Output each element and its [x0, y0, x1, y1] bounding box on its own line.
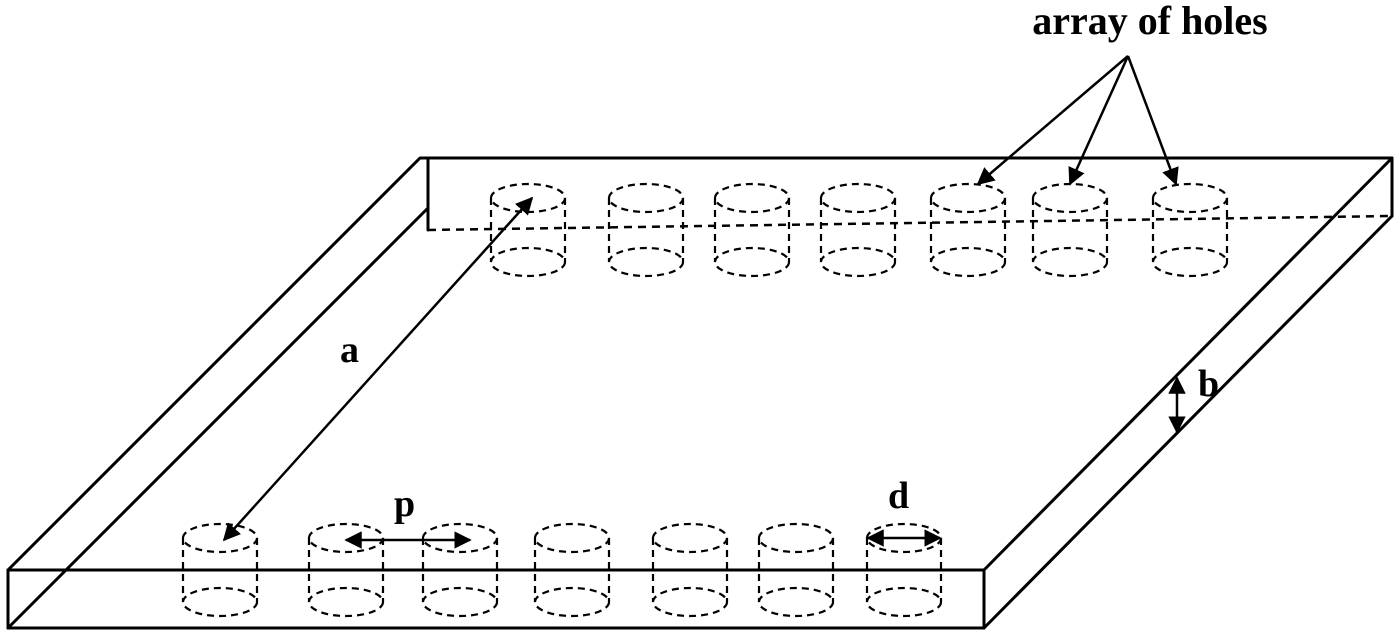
dimension-a-arrow — [222, 196, 534, 542]
hole-back-6 — [1031, 182, 1109, 278]
hole-row-back — [489, 182, 1229, 278]
pointer-arrow-2 — [1068, 55, 1130, 186]
hole-front-6 — [757, 522, 835, 618]
dimension-a-label: a — [340, 329, 359, 371]
hole-back-7 — [1151, 182, 1229, 278]
hole-back-2 — [607, 182, 685, 278]
array-of-holes-label: array of holes — [1032, 0, 1268, 43]
hole-back-3 — [713, 182, 791, 278]
hole-back-5 — [929, 182, 1007, 278]
dimension-d-label: d — [888, 475, 909, 517]
pointer-arrow-1 — [976, 55, 1129, 186]
pointer-arrow-3 — [1126, 55, 1179, 186]
hole-back-4 — [819, 182, 897, 278]
plate — [6, 156, 1394, 630]
hole-front-4 — [533, 522, 611, 618]
array-of-holes-pointers — [976, 55, 1179, 186]
plate-hidden-back-bottom-edge — [427, 214, 1393, 232]
plate-inner-left-bottom-edge — [6, 206, 430, 630]
dimension-b-label: b — [1198, 363, 1219, 405]
hole-front-5 — [651, 522, 729, 618]
dimension-p-label: p — [394, 483, 415, 525]
plate-right-bottom-edge — [982, 214, 1394, 630]
